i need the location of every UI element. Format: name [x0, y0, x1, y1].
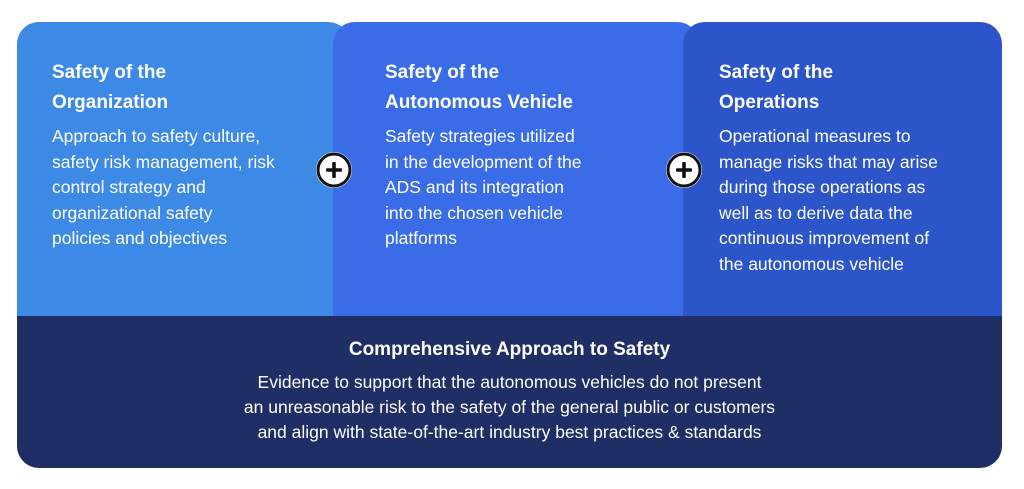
- title-line: Safety of the: [719, 62, 834, 83]
- panel-description: Operational measures to manage risks tha…: [719, 124, 984, 277]
- body-line: and align with state-of-the-art industry…: [257, 422, 762, 442]
- panel-safety-of-autonomous-vehicle: Safety of the Autonomous Vehicle Safety …: [333, 22, 699, 322]
- title-line: Operations: [719, 92, 820, 113]
- body-line: well as to derive data the: [719, 202, 913, 223]
- panel-title: Safety of the Autonomous Vehicle: [385, 58, 635, 118]
- plus-icon: [666, 152, 702, 188]
- title-line: Safety of the: [52, 62, 167, 83]
- body-line: safety risk management, risk: [52, 151, 275, 172]
- panel-safety-of-operations: Safety of the Operations Operational mea…: [683, 22, 1002, 322]
- body-line: manage risks that may arise: [719, 151, 938, 172]
- body-line: in the development of the: [385, 151, 582, 172]
- body-line: policies and objectives: [52, 228, 228, 248]
- panel-title: Safety of the Organization: [52, 58, 314, 118]
- summary-description: Evidence to support that the autonomous …: [17, 370, 1002, 445]
- body-line: into the chosen vehicle: [385, 202, 564, 223]
- body-line: Operational measures to: [719, 126, 911, 146]
- body-line: ADS and its integration: [385, 177, 564, 197]
- summary-comprehensive-approach: Comprehensive Approach to Safety Evidenc…: [17, 316, 1002, 468]
- title-line: Organization: [52, 92, 169, 113]
- body-line: control strategy and: [52, 177, 206, 197]
- plus-icon: [316, 152, 352, 188]
- body-line: continuous improvement of: [719, 228, 930, 248]
- body-line: organizational safety: [52, 202, 213, 223]
- panel-description: Approach to safety culture, safety risk …: [52, 124, 314, 252]
- title-line: Safety of the: [385, 62, 500, 83]
- body-line: platforms: [385, 228, 457, 248]
- body-line: the autonomous vehicle: [719, 253, 904, 274]
- panel-safety-of-organization: Safety of the Organization Approach to s…: [17, 22, 350, 322]
- body-line: an unreasonable risk to the safety of th…: [243, 397, 776, 417]
- panel-description: Safety strategies utilized in the develo…: [385, 124, 635, 252]
- summary-title: Comprehensive Approach to Safety: [348, 339, 671, 360]
- body-line: Safety strategies utilized: [385, 126, 575, 146]
- body-line: Approach to safety culture,: [52, 126, 261, 146]
- panel-title: Safety of the Operations: [719, 58, 984, 118]
- body-line: during those operations as: [719, 177, 926, 197]
- body-line: Evidence to support that the autonomous …: [257, 372, 762, 392]
- title-line: Autonomous Vehicle: [385, 92, 573, 113]
